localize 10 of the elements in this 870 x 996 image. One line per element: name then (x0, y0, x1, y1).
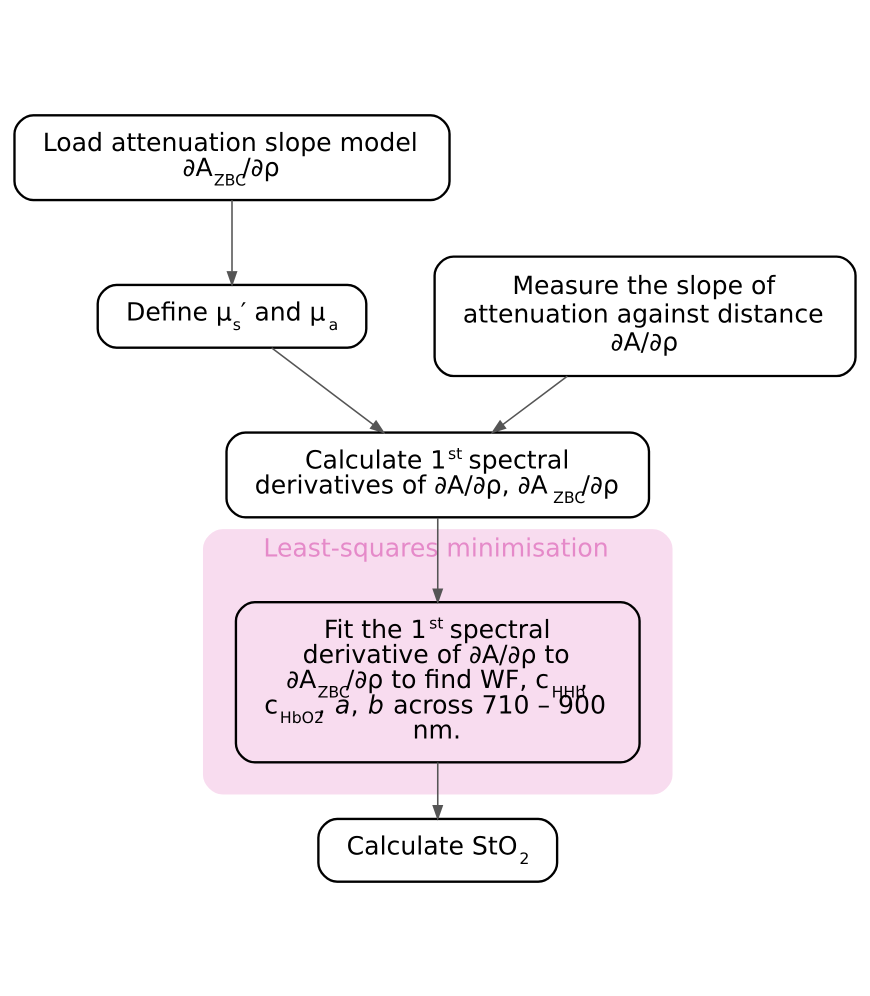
node-box: Measure the slope of attenuation against distance ∂A/∂ρ (433, 254, 857, 377)
node-box: Load attenuation slope model ∂A$_{ZBC}$/∂ρ (13, 114, 451, 201)
arrow (226, 200, 238, 286)
node-box: Define μ$_{s}$′ and μ$_{a}$ (96, 283, 368, 348)
arrow (432, 762, 444, 820)
arrow (432, 517, 444, 604)
node-box: Calculate 1$^{st}$ spectral derivatives of ∂A/∂ρ, ∂A$_{ZBC}$/∂ρ (225, 430, 650, 518)
node-box: Calculate StO$_{2}$ (317, 817, 558, 882)
arrow (271, 346, 386, 434)
arrow (490, 375, 568, 434)
